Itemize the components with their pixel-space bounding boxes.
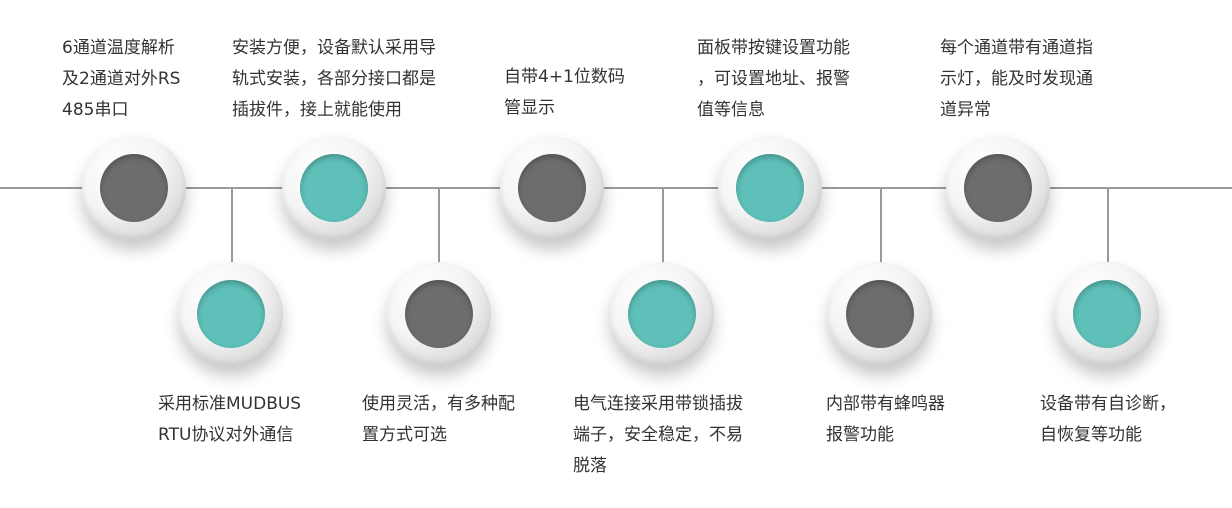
node-core (197, 280, 265, 348)
node-core (1073, 280, 1141, 348)
label-line: 示灯，能及时发现通 (940, 69, 1093, 89)
connector-f8 (880, 188, 882, 264)
node-core (628, 280, 696, 348)
feature-label-f9: 每个通道带有通道指 示灯，能及时发现通 道异常 (940, 33, 1093, 126)
label-line: 每个通道带有通道指 (940, 38, 1093, 58)
label-line: 面板带按键设置功能 (697, 38, 850, 58)
feature-label-f5: 自带4+1位数码 管显示 (504, 62, 625, 124)
feature-label-f7: 面板带按键设置功能 ，可设置地址、报警 值等信息 (697, 33, 850, 126)
node-f3 (282, 136, 386, 240)
feature-label-f4: 使用灵活，有多种配 置方式可选 (362, 389, 515, 451)
node-f8 (828, 262, 932, 366)
feature-label-f10: 设备带有自诊断， 自恢复等功能 (1040, 389, 1176, 451)
label-line: 及2通道对外RS (62, 69, 181, 89)
node-f7 (718, 136, 822, 240)
label-line: 管显示 (504, 98, 555, 118)
feature-label-f1: 6通道温度解析 及2通道对外RS 485串口 (62, 33, 180, 126)
node-core (100, 154, 168, 222)
label-line: 轨式安装，各部分接口都是 (232, 69, 436, 89)
connector-f4 (438, 188, 440, 264)
label-line: 报警功能 (826, 425, 894, 445)
node-core (300, 154, 368, 222)
label-line: 脱落 (573, 456, 607, 476)
label-line: ，可设置地址、报警 (697, 69, 850, 89)
label-line: 6通道温度解析 (62, 38, 175, 58)
label-line: 采用标准MUDBUS (158, 394, 302, 414)
feature-label-f6: 电气连接采用带锁插拔 端子，安全稳定，不易 脱落 (573, 389, 743, 482)
node-core (518, 154, 586, 222)
timeline-line (0, 187, 1232, 189)
label-line: 值等信息 (697, 100, 765, 120)
node-f4 (387, 262, 491, 366)
node-core (405, 280, 473, 348)
node-f6 (610, 262, 714, 366)
label-line: 道异常 (940, 100, 991, 120)
connector-f10 (1107, 188, 1109, 264)
node-core (736, 154, 804, 222)
label-line: 端子，安全稳定，不易 (573, 425, 743, 445)
node-f5 (500, 136, 604, 240)
node-f9 (946, 136, 1050, 240)
node-f2 (179, 262, 283, 366)
label-line: 485串口 (62, 100, 129, 120)
node-f10 (1055, 262, 1159, 366)
node-core (846, 280, 914, 348)
feature-label-f2: 采用标准MUDBUS RTU协议对外通信 (158, 389, 301, 451)
label-line: 设备带有自诊断， (1040, 394, 1176, 414)
label-line: 置方式可选 (362, 425, 447, 445)
connector-f2 (231, 188, 233, 262)
label-line: 内部带有蜂鸣器 (826, 394, 945, 414)
label-line: 自带4+1位数码 (504, 67, 625, 87)
label-line: 电气连接采用带锁插拔 (573, 394, 743, 414)
node-core (964, 154, 1032, 222)
feature-label-f3: 安装方便，设备默认采用导 轨式安装，各部分接口都是 插拔件，接上就能使用 (232, 33, 436, 126)
label-line: 插拔件，接上就能使用 (232, 100, 402, 120)
label-line: 安装方便，设备默认采用导 (232, 38, 436, 58)
label-line: RTU协议对外通信 (158, 425, 294, 445)
label-line: 使用灵活，有多种配 (362, 394, 515, 414)
feature-label-f8: 内部带有蜂鸣器 报警功能 (826, 389, 945, 451)
connector-f6 (662, 188, 664, 264)
label-line: 自恢复等功能 (1040, 425, 1142, 445)
node-f1 (82, 136, 186, 240)
